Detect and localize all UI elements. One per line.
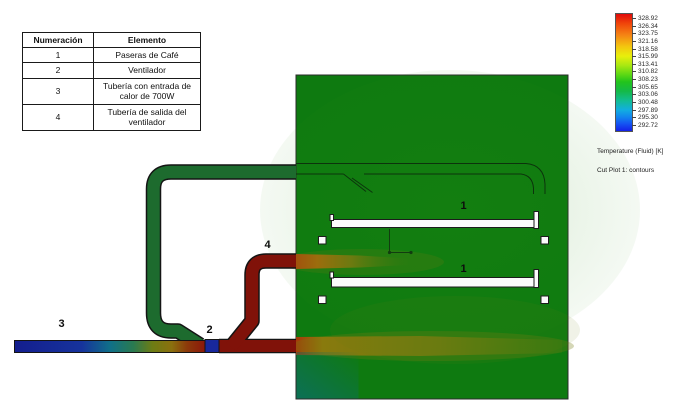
tick-label: 313.41 bbox=[638, 60, 658, 68]
tick-mark bbox=[632, 117, 636, 119]
lower-plume-wide-haze bbox=[330, 296, 580, 364]
inlet-pipe bbox=[15, 341, 206, 352]
pasera-top-left-tab bbox=[329, 214, 334, 221]
row-3-num: 3 bbox=[22, 77, 94, 105]
tick-mark bbox=[632, 124, 636, 126]
tick-label: 315.99 bbox=[638, 53, 658, 61]
tick-mark bbox=[632, 79, 636, 81]
tick-mark bbox=[632, 40, 636, 42]
tick-mark bbox=[632, 48, 636, 50]
tick-label: 310.82 bbox=[638, 68, 658, 76]
cut-plot-caption: Cut Plot 1: contours bbox=[597, 167, 655, 174]
hot-pipes bbox=[219, 254, 296, 352]
table-row: 4 Tubería de salida del ventilador bbox=[22, 103, 201, 131]
support-square bbox=[318, 236, 327, 245]
colorbar-title: Temperature (Fluid) [K] bbox=[597, 148, 664, 155]
tick-mark bbox=[632, 56, 636, 58]
pasera-top-right-cap bbox=[533, 211, 539, 229]
support-square bbox=[540, 236, 549, 245]
table-header-row: Numeración Elemento bbox=[22, 31, 201, 49]
tick-label: 308.23 bbox=[638, 76, 658, 84]
tick-mark bbox=[632, 18, 636, 19]
return-pipe bbox=[147, 165, 296, 351]
triad-origin-dot bbox=[387, 250, 392, 255]
lower-plume-haze bbox=[290, 331, 574, 361]
tick-label: 300.48 bbox=[638, 99, 658, 107]
label-inlet-pipe: 3 bbox=[58, 318, 65, 330]
tick-label: 318.58 bbox=[638, 45, 658, 53]
support-square bbox=[540, 295, 549, 304]
pasera-bottom-tray bbox=[331, 277, 538, 288]
tick-mark bbox=[632, 86, 636, 88]
table-row: 2 Ventilador bbox=[22, 62, 201, 79]
upper-plume-haze bbox=[280, 249, 444, 275]
tick-label: 303.06 bbox=[638, 91, 658, 99]
internal-duct-outline bbox=[296, 163, 546, 194]
tick-label: 323.75 bbox=[638, 30, 658, 38]
pasera-bottom-right-cap bbox=[533, 269, 539, 288]
triad-axis-dot bbox=[409, 250, 413, 255]
row-2-elem: Ventilador bbox=[93, 62, 201, 79]
label-fan: 2 bbox=[206, 324, 213, 336]
tick-mark bbox=[632, 94, 636, 96]
lower-hot-jet-plume bbox=[296, 336, 562, 356]
tick-label: 292.72 bbox=[638, 121, 658, 129]
row-3-elem: Tubería con entrada de calor de 700W bbox=[93, 77, 201, 105]
tick-label: 305.65 bbox=[638, 83, 658, 91]
elements-table: Numeración Elemento 1 Paseras de Café 2 … bbox=[22, 31, 201, 131]
cool-corner-region bbox=[296, 352, 359, 399]
tick-mark bbox=[632, 71, 636, 73]
tick-mark bbox=[632, 109, 636, 111]
tick-mark bbox=[632, 33, 636, 35]
tick-mark bbox=[632, 25, 636, 27]
row-4-elem: Tubería de salida del ventilador bbox=[93, 103, 201, 131]
tick-label: 295.30 bbox=[638, 114, 658, 122]
support-square bbox=[318, 295, 327, 304]
tick-label: 297.89 bbox=[638, 106, 658, 114]
fan-block bbox=[204, 339, 220, 353]
tick-label: 328.92 bbox=[638, 15, 658, 22]
row-2-num: 2 bbox=[22, 62, 94, 79]
table-row: 3 Tubería con entrada de calor de 700W bbox=[22, 77, 201, 105]
pasera-top-tray bbox=[331, 219, 538, 228]
label-pasera-bottom: 1 bbox=[460, 263, 467, 275]
colorbar-tick-labels: 328.92 326.34 323.75 321.16 318.58 315.9… bbox=[632, 13, 658, 130]
temperature-colorbar bbox=[615, 13, 633, 132]
tick-label: 321.16 bbox=[638, 37, 658, 45]
label-pasera-top: 1 bbox=[460, 200, 467, 212]
tick-label: 326.34 bbox=[638, 22, 658, 30]
upper-hot-jet-plume bbox=[296, 254, 418, 269]
row-4-num: 4 bbox=[22, 103, 94, 131]
hot-pipe-upper bbox=[226, 254, 296, 351]
paseras bbox=[318, 211, 549, 304]
tick-mark bbox=[632, 102, 636, 104]
tick-mark bbox=[632, 63, 636, 65]
label-outlet-pipe: 4 bbox=[264, 239, 271, 251]
pasera-bottom-left-tab bbox=[329, 271, 334, 279]
